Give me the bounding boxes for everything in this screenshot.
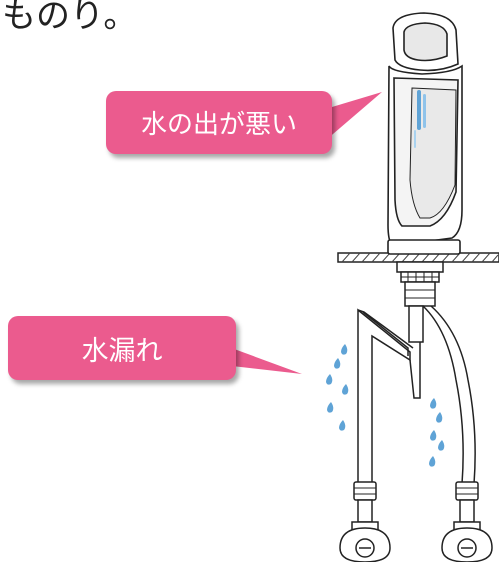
top-partial-text: ものり。 [2,0,138,36]
mounting-shank [396,261,444,343]
callout-tail-poor-flow [322,92,382,140]
callout-leak-label: 水漏れ [81,335,163,367]
callout-poor-flow: 水の出が悪い [106,91,332,154]
right-supply-hose [422,305,476,485]
callout-leak: 水漏れ [8,316,236,380]
left-supply-hose [357,308,421,484]
water-droplets [326,344,445,467]
water-flow-indicator [414,90,426,148]
callout-tail-leak [226,346,302,374]
right-shutoff-valve [441,481,493,562]
left-shutoff-valve [339,481,391,562]
callout-poor-flow-label: 水の出が悪い [140,110,297,140]
faucet-body [387,12,463,255]
